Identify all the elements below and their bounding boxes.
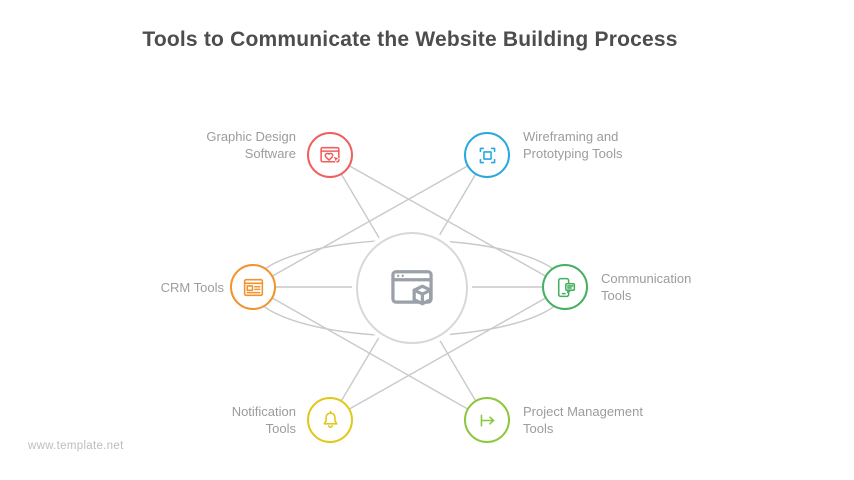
label-notification: Notification Tools <box>232 403 296 437</box>
label-line: Tools <box>265 421 296 436</box>
launch-arrow-icon <box>475 408 500 433</box>
label-crm: CRM Tools <box>161 279 224 296</box>
label-project-management: Project Management Tools <box>523 403 643 437</box>
watermark: www.template.net <box>28 440 124 452</box>
label-line: Graphic Design <box>206 129 296 144</box>
mobile-chat-icon <box>553 275 578 300</box>
label-line: Notification <box>231 404 296 419</box>
browser-heart-cursor-icon <box>318 143 343 168</box>
storefront-card-icon <box>241 275 266 300</box>
node-wireframing <box>464 132 510 178</box>
node-crm <box>230 264 276 310</box>
label-graphic-design: Graphic Design Software <box>206 128 296 162</box>
label-line: CRM Tools <box>160 280 224 295</box>
node-communication <box>542 264 588 310</box>
label-line: Software <box>244 146 296 161</box>
browser-package-icon <box>386 262 438 314</box>
bell-icon <box>318 408 343 433</box>
label-line: Wireframing and <box>523 129 619 144</box>
node-notification <box>307 397 353 443</box>
label-line: Tools <box>601 288 632 303</box>
page-title: Tools to Communicate the Website Buildin… <box>142 28 678 51</box>
label-line: Prototyping Tools <box>523 146 623 161</box>
node-project-management <box>464 397 510 443</box>
label-communication: Communication Tools <box>601 270 691 304</box>
label-line: Project Management <box>523 404 643 419</box>
central-hub-node <box>356 232 468 344</box>
label-line: Communication <box>601 271 692 286</box>
artboard-frame-icon <box>475 143 500 168</box>
label-line: Tools <box>523 421 554 436</box>
label-wireframing: Wireframing and Prototyping Tools <box>523 128 623 162</box>
node-graphic-design <box>307 132 353 178</box>
